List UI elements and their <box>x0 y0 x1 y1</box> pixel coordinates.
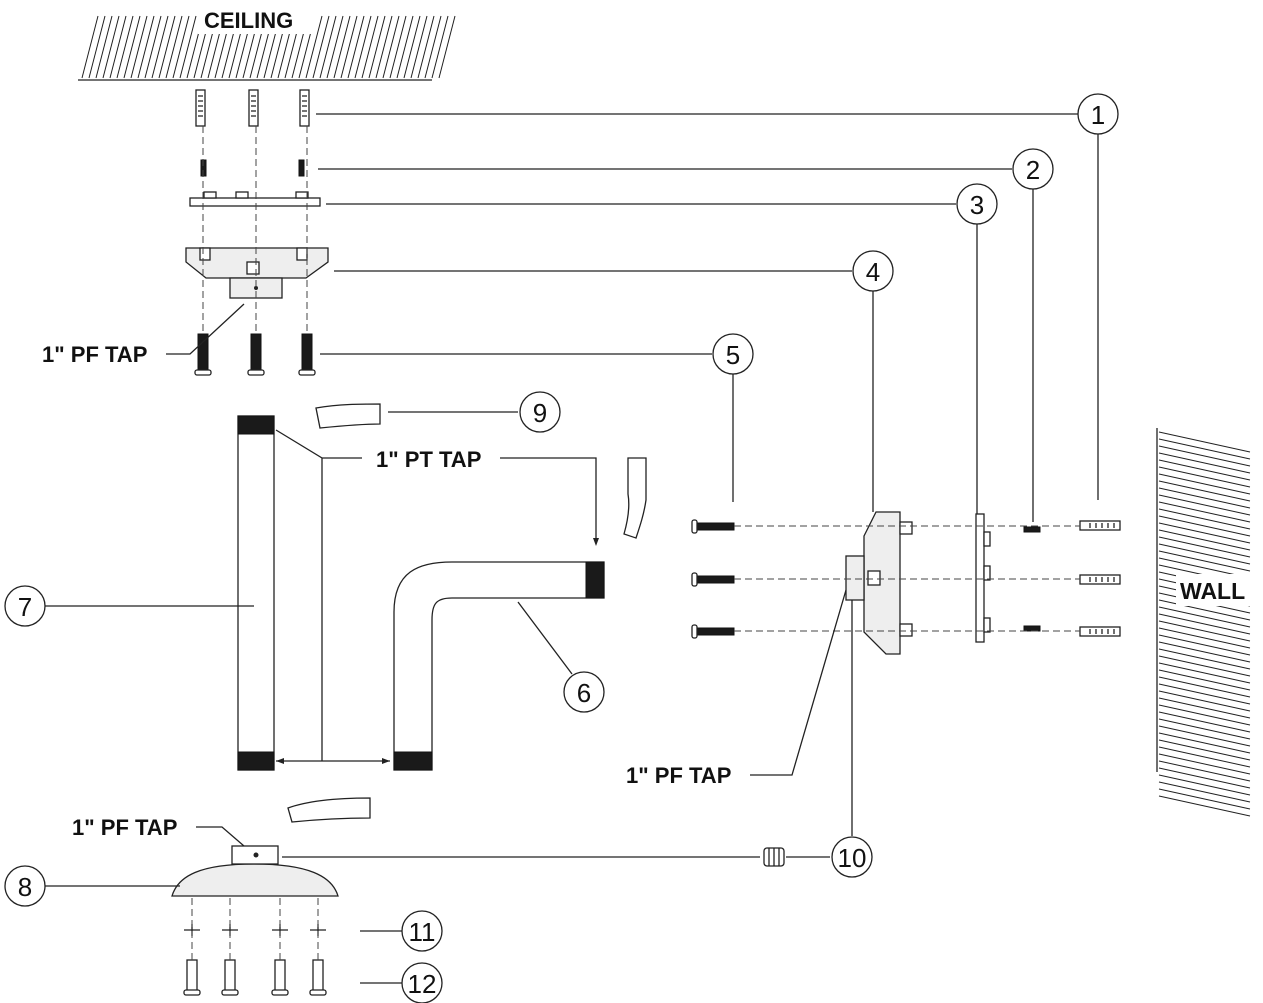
straight-pipe <box>237 415 275 771</box>
wall-plate <box>975 513 991 643</box>
pf-tap-ceiling-label: 1" PF TAP <box>42 342 147 367</box>
ceiling-anchors <box>195 89 310 127</box>
ceiling-label: CEILING <box>204 8 293 33</box>
wall-housing <box>845 511 913 655</box>
wall-anchors <box>1079 520 1121 637</box>
base-screws <box>183 959 327 996</box>
callout-3: 3 <box>956 183 998 225</box>
pt-tap-label: 1" PT TAP <box>376 447 481 472</box>
ceiling-long-screws <box>194 333 316 376</box>
svg-text:7: 7 <box>18 592 32 622</box>
elbow-pipe <box>393 561 605 771</box>
cable-clip-bottom <box>287 797 371 823</box>
cable-clip-top <box>315 403 518 429</box>
svg-text:1: 1 <box>1091 100 1105 130</box>
svg-text:10: 10 <box>838 843 867 873</box>
svg-text:3: 3 <box>970 190 984 220</box>
callout-4: 4 <box>852 250 894 292</box>
callout-7: 7 <box>4 585 46 627</box>
thread-indicator: 1" PT TAP <box>275 429 599 764</box>
wall-centerlines <box>734 525 1080 632</box>
pf-tap-base-label: 1" PF TAP <box>72 815 177 840</box>
base-centerlines <box>191 898 319 960</box>
callout-5: 5 <box>712 333 754 375</box>
wall-label: WALL <box>1180 578 1245 604</box>
ceiling-centerlines <box>202 126 308 334</box>
callout-8: 8 <box>4 865 46 907</box>
callout-2: 2 <box>1012 148 1054 190</box>
set-screw <box>763 847 785 867</box>
callout-6: 6 <box>563 671 605 713</box>
callout-12: 12 <box>401 962 443 1003</box>
wall-long-screws <box>691 519 735 639</box>
base-mount <box>171 845 339 897</box>
svg-text:6: 6 <box>577 678 591 708</box>
svg-text:11: 11 <box>409 917 436 947</box>
wall-surface <box>1156 428 1251 817</box>
svg-text:4: 4 <box>866 257 880 287</box>
ceiling-small-screws <box>200 159 305 177</box>
svg-text:8: 8 <box>18 872 32 902</box>
callout-10: 10 <box>831 836 873 878</box>
leader-lines <box>44 113 1099 984</box>
base-washers <box>184 924 326 936</box>
callout-9: 9 <box>519 391 561 433</box>
svg-text:12: 12 <box>408 969 437 999</box>
svg-text:5: 5 <box>726 340 740 370</box>
callout-1: 1 <box>1077 93 1119 135</box>
callout-11: 11 <box>401 910 443 952</box>
pf-tap-wall-label: 1" PF TAP <box>626 763 731 788</box>
svg-text:2: 2 <box>1026 155 1040 185</box>
ceiling-plate <box>189 191 321 207</box>
cable-clip-side <box>623 457 647 539</box>
svg-text:9: 9 <box>533 398 547 428</box>
